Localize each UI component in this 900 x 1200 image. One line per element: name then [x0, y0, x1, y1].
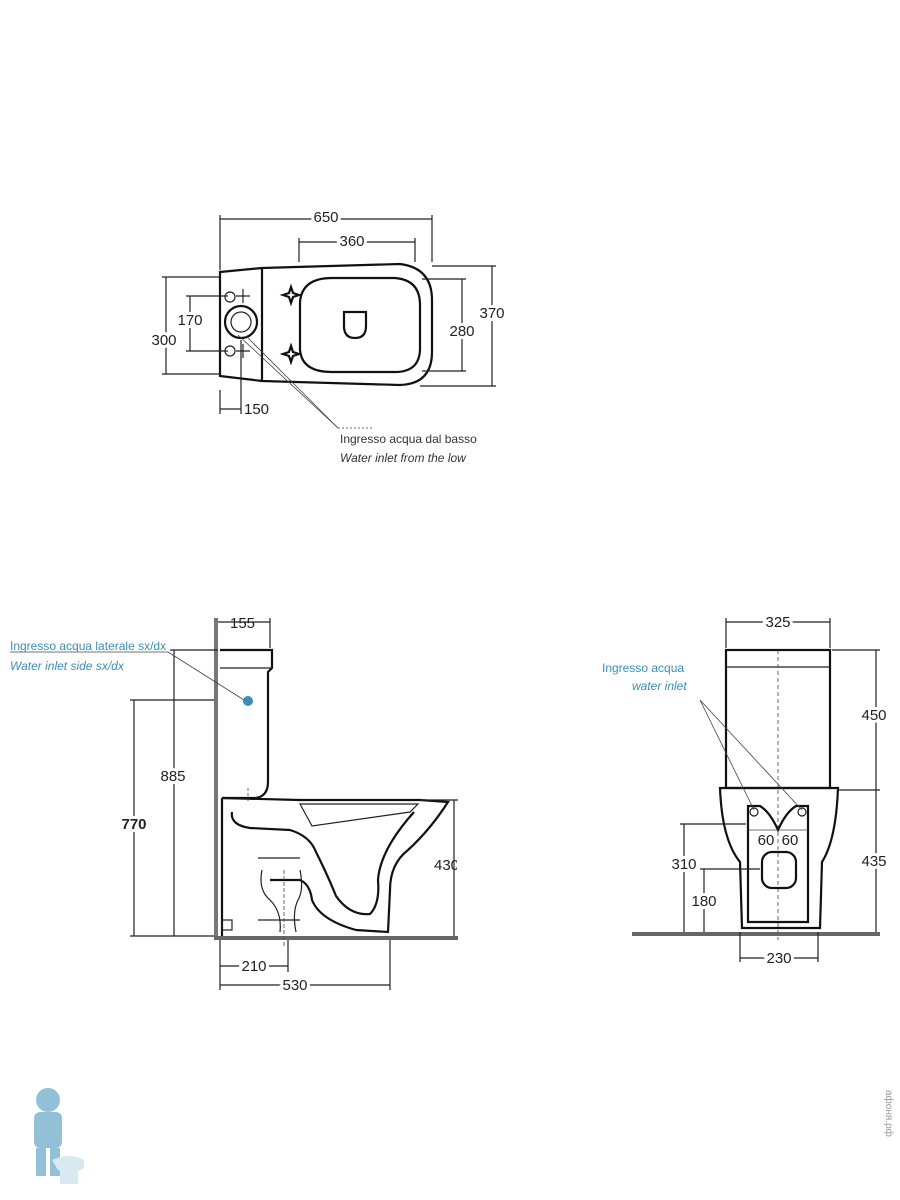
dim-170: 170: [177, 312, 202, 329]
side-inlet-note-it: Ingresso acqua laterale sx/dx: [10, 639, 166, 653]
front-floor: [632, 932, 880, 936]
dim-300: 300: [151, 332, 176, 349]
side-inlet-note-en: Water inlet side sx/dx: [10, 659, 125, 673]
front-outlet: [760, 850, 798, 890]
top-outline: [218, 262, 434, 387]
dim-155: 155: [230, 615, 255, 632]
top-inlet-note-it: Ingresso acqua dal basso: [340, 432, 477, 446]
side-bowl: [221, 796, 450, 934]
side-tank: [220, 648, 274, 800]
dim-530: 530: [282, 977, 307, 994]
dim-310: 310: [671, 856, 696, 873]
front-inlet-note-en: water inlet: [632, 679, 687, 693]
dim-370: 370: [479, 305, 504, 322]
dim-360: 360: [339, 233, 364, 250]
inlet-circle: [223, 304, 259, 340]
dim-230: 230: [766, 950, 791, 967]
dim-650: 650: [313, 209, 338, 226]
side-view: 155 885 770 430 210: [10, 615, 477, 997]
seat-outline: [298, 276, 422, 374]
front-inlet-note-it: Ingresso acqua: [602, 661, 684, 675]
dim-450: 450: [861, 707, 886, 724]
wall: [214, 618, 218, 940]
dim-885: 885: [160, 768, 185, 785]
dim-180: 180: [691, 893, 716, 910]
dim-60-left: 60: [758, 832, 775, 849]
side-floor: [214, 936, 458, 940]
front-bowl: [718, 786, 840, 930]
watermark: афоня.рф: [883, 1090, 894, 1137]
top-inlet-note-en: Water inlet from the low: [340, 451, 467, 465]
dim-150: 150: [244, 401, 269, 418]
dim-430: 430: [434, 857, 459, 874]
dim-435: 435: [861, 853, 886, 870]
dim-770: 770: [121, 816, 146, 833]
front-view: 325 60 60 450 435 310 180 230: [602, 611, 890, 970]
dim-210: 210: [241, 958, 266, 975]
dim-280: 280: [449, 323, 474, 340]
dim-60-right: 60: [782, 832, 799, 849]
plumber-mascot-icon: [34, 1088, 84, 1184]
dim-325: 325: [765, 614, 790, 631]
front-tank: [724, 648, 832, 790]
side-inlet-dot: [243, 696, 253, 706]
bowl-hole: [342, 310, 368, 340]
top-view: 650 360 300 170 280: [148, 206, 507, 465]
